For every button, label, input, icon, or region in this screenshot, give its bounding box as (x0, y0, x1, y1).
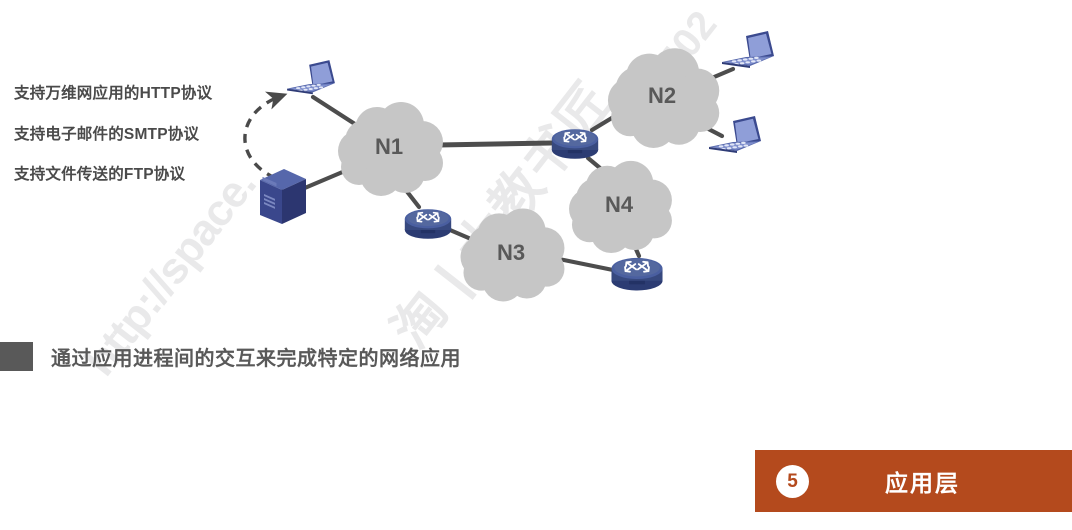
link-n1-router1 (435, 140, 554, 148)
bullet-marker-square (0, 342, 33, 371)
protocol-line-http: 支持万维网应用的HTTP协议 (14, 85, 213, 102)
layer-title: 应用层 (885, 470, 960, 496)
cloud-label-n3: N3 (497, 240, 525, 265)
layer-number-badge: 5 (776, 464, 809, 498)
router-icon-n3-n4 (610, 256, 664, 292)
cloud-label-n2: N2 (648, 83, 676, 108)
bullet-text: 通过应用进程间的交互来完成特定的网络应用 (51, 348, 461, 370)
app-process-dashed-arrow (243, 91, 292, 193)
cloud-label-n4: N4 (605, 192, 634, 217)
layer-banner: 5 应用层 (755, 450, 1072, 512)
server-icon-host (260, 169, 306, 224)
laptop-icon-n2-top (722, 31, 774, 68)
summary-bullet-row: 通过应用进程间的交互来完成特定的网络应用 (0, 342, 461, 371)
protocol-line-ftp: 支持文件传送的FTP协议 (14, 166, 186, 183)
cloud-label-n1: N1 (375, 134, 403, 159)
router-icon-n1-n2 (550, 128, 600, 160)
laptop-icon-client (287, 60, 335, 95)
link-laptop-client-n1 (310, 94, 361, 129)
protocol-line-smtp: 支持电子邮件的SMTP协议 (14, 125, 200, 143)
protocol-text-list: 支持万维网应用的HTTP协议 支持电子邮件的SMTP协议 支持文件传送的FTP协… (14, 86, 212, 208)
network-topology-diagram: N1 N2 N3 N4 (243, 31, 774, 302)
router-icon-n1-n3 (403, 208, 453, 240)
